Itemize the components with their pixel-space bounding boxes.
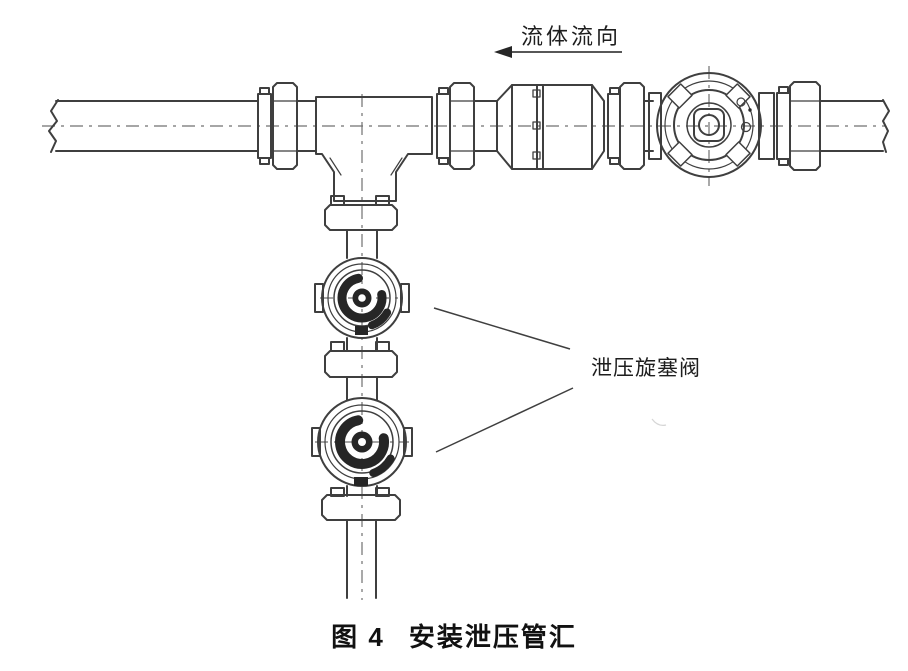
hammer-union-tee-right xyxy=(436,82,498,170)
hammer-union-left xyxy=(257,82,317,170)
valve-lug xyxy=(667,83,693,109)
valve-callout-label: 泄压旋塞阀 xyxy=(591,356,701,380)
branch-union-top xyxy=(324,195,398,259)
pipe-break-left xyxy=(48,99,59,153)
relief-valve-upper xyxy=(314,257,410,351)
valve-handle-wedge xyxy=(369,454,395,477)
leader-line-lower xyxy=(435,387,574,453)
caption-number: 图 4 xyxy=(331,622,385,652)
plug-valve-main xyxy=(648,72,775,178)
pipe-drawing xyxy=(48,72,890,599)
valve-stem-nut xyxy=(693,108,725,142)
tee-fitting xyxy=(315,96,433,202)
flange-bolt xyxy=(532,121,541,130)
hammer-union-valve-right xyxy=(776,81,821,171)
valve-lug xyxy=(725,83,751,109)
drain-pipe xyxy=(346,519,377,599)
pipe-break-right xyxy=(882,99,890,153)
horizontal-pipe-left xyxy=(48,99,259,153)
valve-handle-arc xyxy=(337,273,387,323)
valve-lug xyxy=(667,141,693,167)
branch-union-bottom xyxy=(321,487,401,521)
valve-lug xyxy=(725,141,751,167)
horizontal-pipe-right xyxy=(819,99,890,153)
valve-handle-wedge xyxy=(367,308,392,330)
spool-coupling xyxy=(496,84,605,170)
branch-union-middle xyxy=(324,341,398,401)
flange-bolt xyxy=(532,151,541,160)
scan-artifact xyxy=(651,418,667,426)
relief-valve-lower xyxy=(311,397,413,497)
annotations xyxy=(433,46,667,453)
caption-title: 安装泄压管汇 xyxy=(408,622,577,652)
valve-handle-arc xyxy=(335,415,390,469)
flow-arrow xyxy=(494,46,622,58)
valve-bolt xyxy=(740,121,752,133)
flange-bolt xyxy=(532,89,541,98)
flow-arrowhead-icon xyxy=(494,46,512,58)
figure-caption: 图 4 安装泄压管汇 xyxy=(0,617,908,654)
flow-direction-label: 流体流向 xyxy=(521,24,622,49)
leader-line-upper xyxy=(433,307,571,350)
